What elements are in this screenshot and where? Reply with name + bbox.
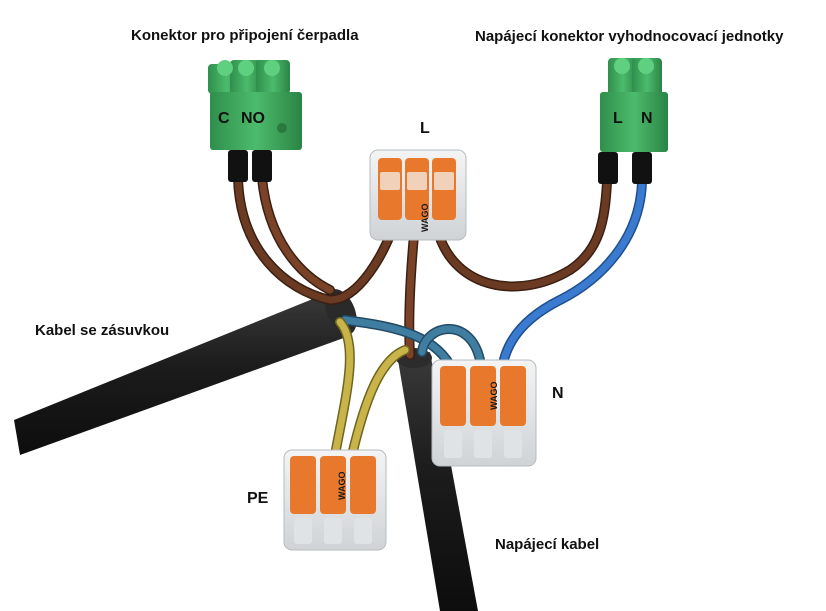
terminal-label-n: N (641, 110, 653, 127)
wires (233, 173, 647, 460)
cable-with-plug-label: Kabel se zásuvkou (35, 322, 170, 339)
protective-earth-label: PE (247, 490, 269, 507)
wago-brand-text: WAGO (420, 204, 430, 233)
pump-connector-label: Konektor pro připojení čerpadla (131, 27, 359, 44)
cable-with-plug (14, 289, 357, 455)
wago-brand-text: WAGO (489, 382, 499, 411)
wago-connector-L: WAGO (369, 149, 467, 241)
neutral-label: N (552, 385, 564, 402)
wago-brand-text: WAGO (337, 472, 347, 501)
terminal-label-c: C (218, 110, 230, 127)
terminal-label-no: NO (241, 110, 265, 127)
wago-connector-PE: WAGO (283, 449, 387, 551)
wago-connector-N: WAGO (431, 359, 537, 467)
terminal-label-l: L (613, 110, 623, 127)
pump-connector (208, 60, 302, 182)
power-cable-label: Napájecí kabel (495, 536, 600, 553)
power-connector-label: Napájecí konektor vyhodnocovací jednotky (475, 28, 784, 45)
power-connector (598, 58, 668, 184)
live-label: L (420, 120, 430, 137)
